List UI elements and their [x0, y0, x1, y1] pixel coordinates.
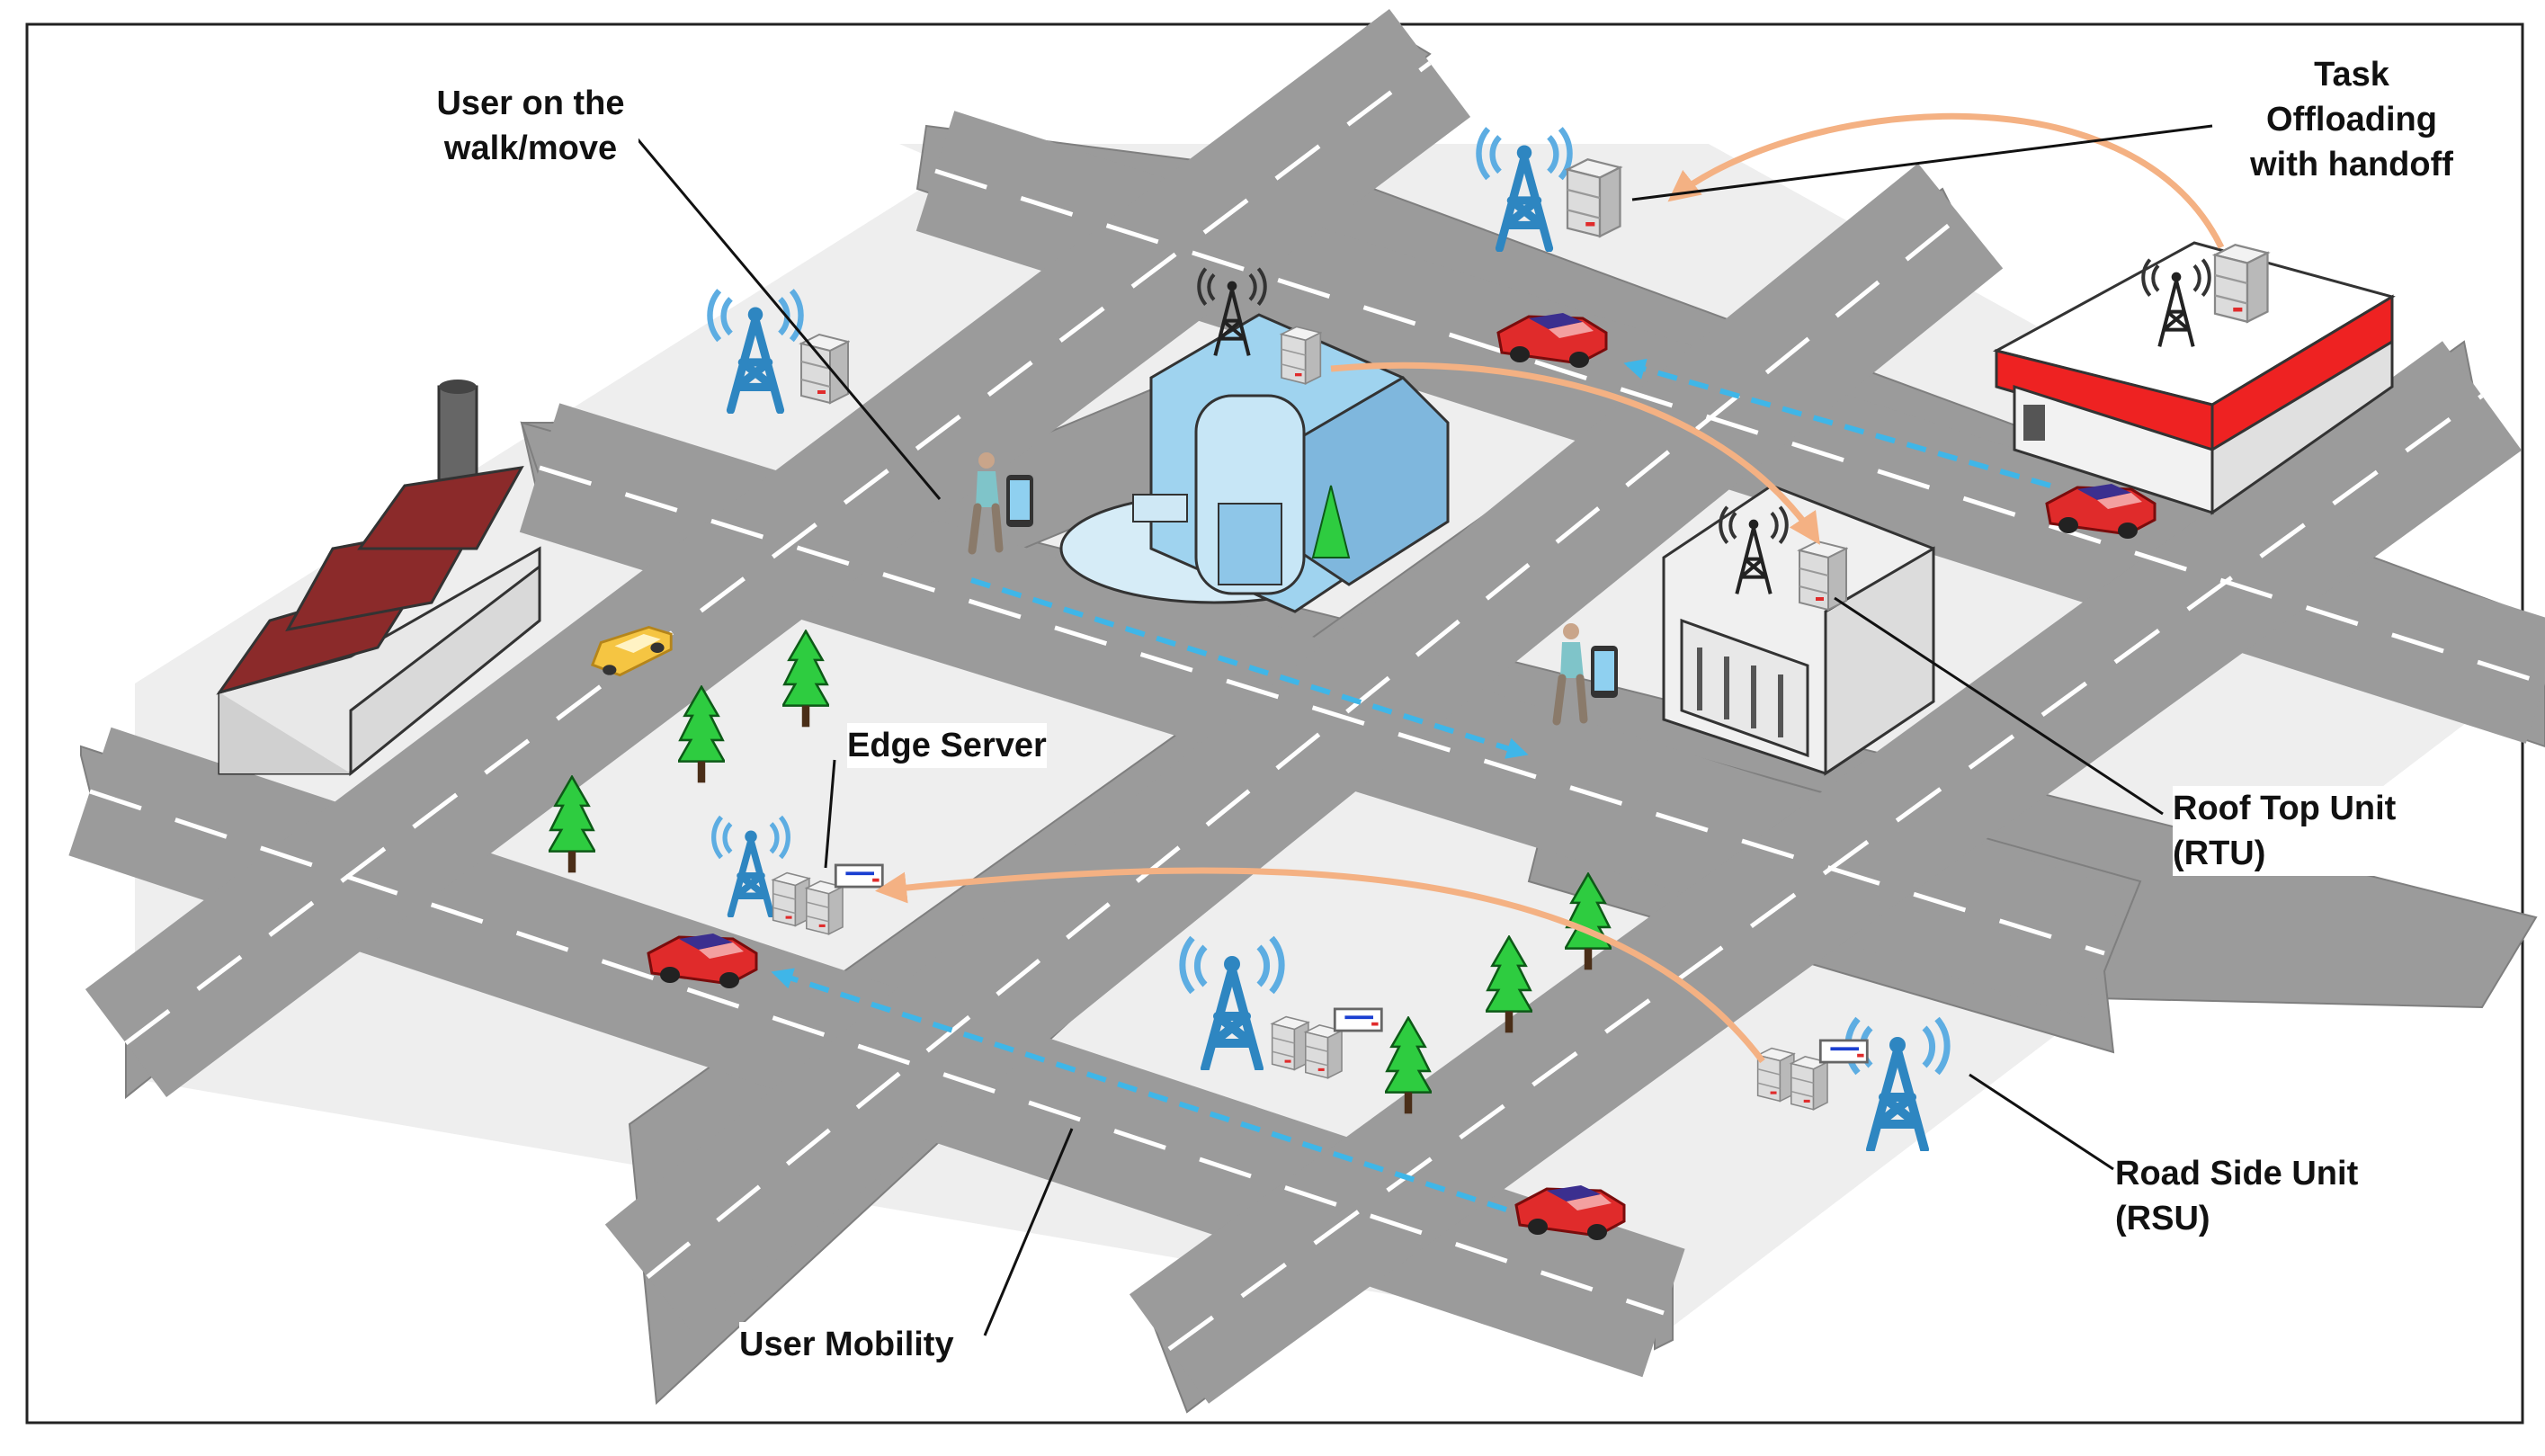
label-user-walk: User on the walk/move [423, 81, 638, 171]
label-user-walk-line1: User on the [436, 85, 625, 122]
label-task-line1: Task [2314, 56, 2389, 94]
office-building-icon [1059, 313, 1450, 613]
label-rsu-line2: (RSU) [2115, 1200, 2210, 1237]
label-user-walk-line2: walk/move [443, 130, 618, 167]
label-task-line3: with handoff [2250, 146, 2453, 183]
server-icon [1281, 326, 1322, 385]
label-edge-server: Edge Server [847, 723, 1047, 768]
label-rtu-line1: Roof Top Unit [2173, 790, 2397, 827]
server-icon [2213, 244, 2269, 323]
factory-icon [216, 380, 541, 777]
label-task-line2: Offloading [2266, 101, 2437, 138]
lane-markings [89, 61, 2545, 1352]
leader-lines [632, 124, 2213, 1336]
label-rsu-line1: Road Side Unit [2115, 1155, 2359, 1192]
user-mobility-arrows [771, 358, 2051, 1212]
server-icon [800, 334, 849, 404]
task-offloading-arrows [875, 112, 2225, 1064]
label-user-mobility: User Mobility [739, 1322, 954, 1367]
server-icon [1566, 158, 1621, 237]
label-rtu: Roof Top Unit (RTU) [2173, 786, 2442, 876]
shop-building-icon [1992, 241, 2396, 515]
label-rtu-line2: (RTU) [2173, 835, 2266, 872]
label-task-offloading: Task Offloading with handoff [2221, 52, 2482, 187]
label-rsu: Road Side Unit (RSU) [2115, 1151, 2385, 1241]
bank-building-icon [1662, 484, 1935, 776]
server-icon [1799, 540, 1847, 611]
